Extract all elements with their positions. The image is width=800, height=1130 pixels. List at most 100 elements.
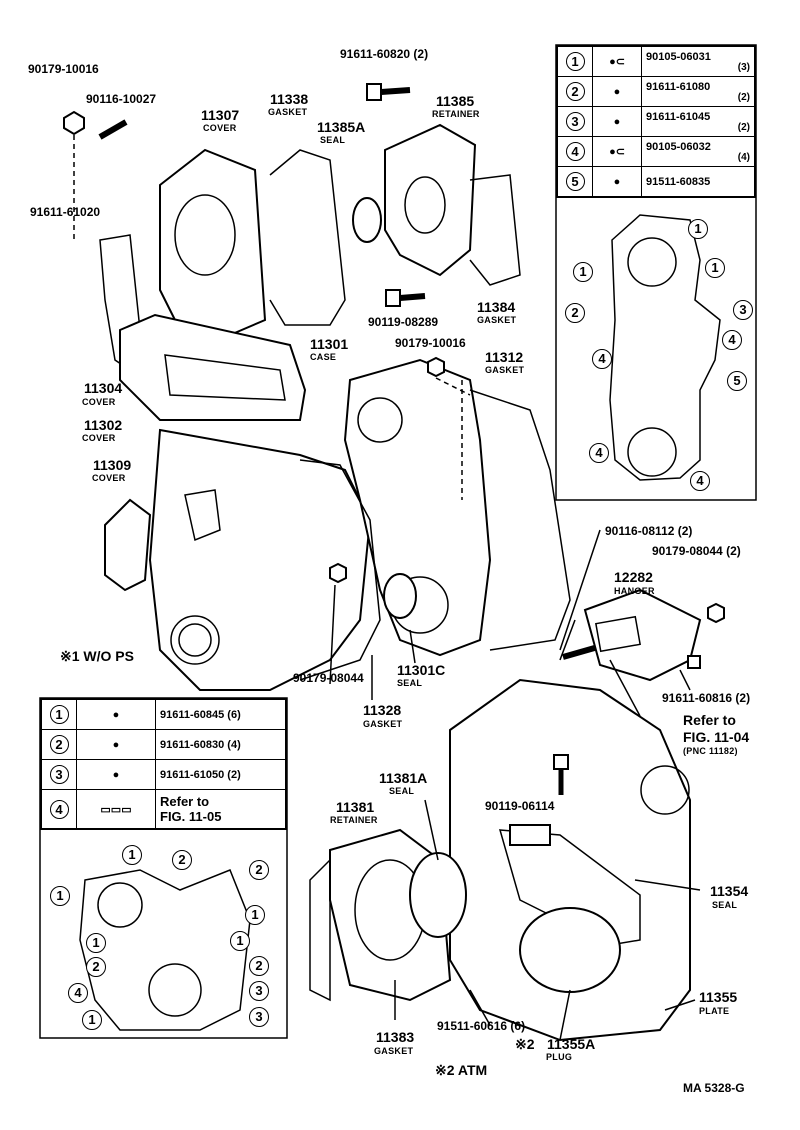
label-11355A: 11355A <box>547 1036 596 1052</box>
bolt-91611-60816-icon <box>687 655 701 669</box>
part-number: 91511-60835 <box>646 175 711 188</box>
label-11383-gasket: GASKET <box>374 1046 414 1056</box>
callout: 1 <box>230 931 250 951</box>
label-12282: 12282 <box>614 569 653 585</box>
label-11309-cover: COVER <box>92 473 126 483</box>
label-91511-60616: 91511-60616 (6) <box>437 1019 526 1033</box>
nut-90179-10016-icon <box>427 356 445 378</box>
bolt-icon: ●⊂ <box>609 56 625 68</box>
middle-cover-11304 <box>119 313 307 421</box>
upper-timing-cover-11307 <box>159 148 267 337</box>
nut-90179-08044-b-icon <box>707 602 725 624</box>
note-2-marker: ※2 <box>515 1036 535 1052</box>
bolt-icon: ● <box>112 708 120 721</box>
label-11385-retainer: RETAINER <box>432 109 480 119</box>
label-91611-60820: 91611-60820 (2) <box>340 47 429 61</box>
label-11381A-seal: SEAL <box>389 786 415 796</box>
bolt-icon <box>366 83 411 101</box>
label-11385: 11385 <box>436 93 475 109</box>
label-90179-10016-a: 90179-10016 <box>28 62 99 76</box>
label-11309: 11309 <box>93 457 132 473</box>
label-11307-cover: COVER <box>203 123 237 133</box>
label-90119-06114: 90119-06114 <box>485 799 555 813</box>
bolt-90119-08289-icon <box>385 289 426 307</box>
bolt-table-top: 1 ●⊂ 90105-06031(3) 2 ● 91611-61080(2) 3… <box>556 45 756 198</box>
callout: 4 <box>592 349 612 369</box>
label-11304-cover: COVER <box>82 397 116 407</box>
label-90179-08044-b: 90179-08044 <box>293 671 364 685</box>
note-atm: ※2 ATM <box>435 1062 488 1078</box>
label-11355A-plug: PLUG <box>546 1052 573 1062</box>
label-11385A-seal: SEAL <box>320 135 346 145</box>
label-11384-gasket: GASKET <box>477 315 517 325</box>
callout: 1 <box>688 219 708 239</box>
gasket-11312 <box>469 389 571 651</box>
label-91611-61020: 91611-61020 <box>30 205 101 219</box>
label-11301C-seal: SEAL <box>397 678 423 688</box>
seal-11301C <box>383 573 417 619</box>
nut-90179-08044-icon <box>329 562 347 584</box>
retainer-11385 <box>384 123 477 277</box>
label-11354-seal: SEAL <box>712 900 738 910</box>
label-11385A: 11385A <box>317 119 366 135</box>
row-number: 4 <box>565 142 585 161</box>
label-90119-08289: 90119-08289 <box>368 315 439 329</box>
stud-icon: ▭▭▭ <box>100 803 132 816</box>
refer-fig-11-04-line1: Refer to <box>683 712 736 728</box>
part-number: 91611-60830 (4) <box>160 738 241 751</box>
part-number: 91611-61045 <box>646 110 711 123</box>
label-11301-case: CASE <box>310 352 337 362</box>
leader-lines <box>329 529 701 1041</box>
label-90116-08112: 90116-08112 (2) <box>605 524 693 538</box>
part-number: 91611-61080 <box>646 80 711 93</box>
seal-11354 <box>509 824 551 846</box>
label-11302-cover: COVER <box>82 433 116 443</box>
label-11354: 11354 <box>710 883 749 899</box>
nut-icon <box>63 110 85 136</box>
label-91611-60816: 91611-60816 (2) <box>662 691 751 705</box>
table-row: 4 ●⊂ 90105-06032(4) <box>556 136 756 167</box>
inset-case-outline <box>609 214 721 481</box>
bolt-icon: ● <box>613 85 621 98</box>
engine-hanger-12282 <box>583 588 702 682</box>
label-11301C: 11301C <box>397 662 446 678</box>
label-11338-gasket: GASKET <box>268 107 308 117</box>
label-11328-gasket: GASKET <box>363 719 403 729</box>
callout: 2 <box>86 957 106 977</box>
label-11381-retainer: RETAINER <box>330 815 378 825</box>
label-11355-plate: PLATE <box>699 1006 730 1016</box>
part-number: 90105-06032 <box>646 140 711 153</box>
label-11384: 11384 <box>477 299 516 315</box>
callout: 1 <box>245 905 265 925</box>
table-row: 3 ● 91611-61045(2) <box>556 106 756 137</box>
table-row: 2 ● 91611-60830 (4) <box>40 729 287 760</box>
label-11301: 11301 <box>310 336 349 352</box>
quantity: (4) <box>737 151 750 163</box>
bolt-90119-06114-icon <box>553 754 569 795</box>
refer-fig: FIG. 11-05 <box>160 809 222 824</box>
part-number: 91611-60845 (6) <box>160 708 241 721</box>
label-11381: 11381 <box>336 799 375 815</box>
row-number: 1 <box>565 52 585 71</box>
callout: 1 <box>122 845 142 865</box>
callout: 5 <box>727 371 747 391</box>
callout: 4 <box>722 330 742 350</box>
callout: 2 <box>249 860 269 880</box>
bolt-icon: ● <box>613 175 621 188</box>
callout: 4 <box>68 983 88 1003</box>
row-number: 1 <box>49 705 69 724</box>
cover-11309 <box>104 498 152 592</box>
gasket-11328 <box>299 459 381 681</box>
refer-fig-11-04-pnc: (PNC 11182) <box>683 746 738 756</box>
label-11328: 11328 <box>363 702 402 718</box>
callout: 4 <box>589 443 609 463</box>
row-number: 2 <box>49 735 69 754</box>
table-row: 2 ● 91611-61080(2) <box>556 76 756 107</box>
bolt-icon: ● <box>112 738 120 751</box>
callout: 1 <box>82 1010 102 1030</box>
label-11307: 11307 <box>201 107 240 123</box>
row-number: 3 <box>565 112 585 131</box>
timing-chain-case-11301 <box>343 358 492 657</box>
end-plate-11355 <box>449 678 691 1042</box>
